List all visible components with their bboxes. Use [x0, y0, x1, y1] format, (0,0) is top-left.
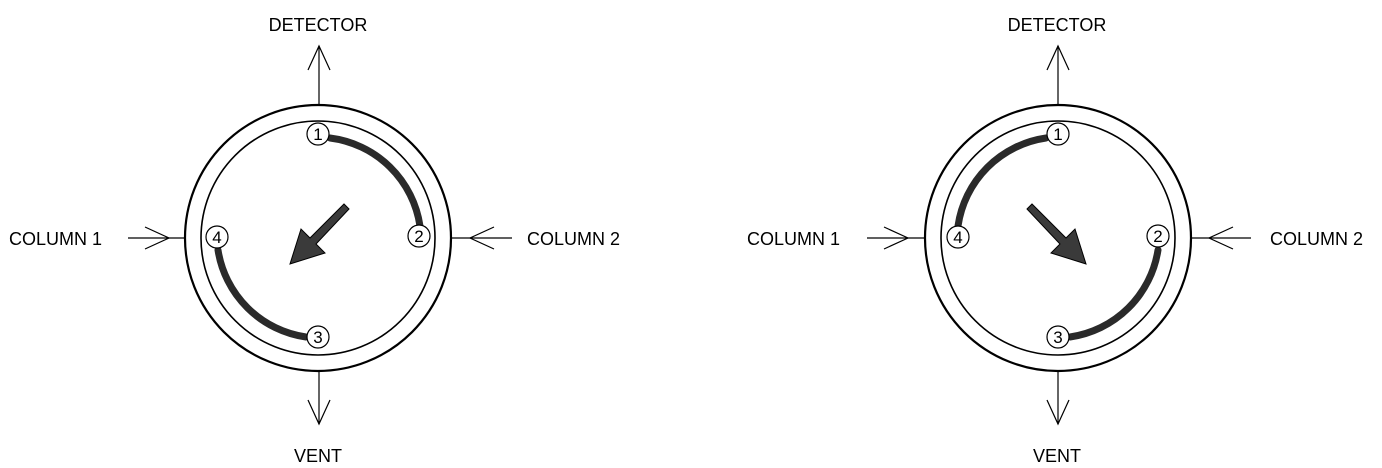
column2-label-left: COLUMN 2: [527, 229, 620, 249]
detector-label-left: DETECTOR: [269, 15, 368, 35]
vent-label-left: VENT: [294, 446, 342, 466]
arrow-down-right-icon: [1026, 203, 1087, 265]
column1-label-left: COLUMN 1: [9, 229, 102, 249]
arrow-down-left-icon: [289, 203, 350, 265]
valve-body-inner-left: [200, 120, 436, 356]
valve-left: DETECTOR VENT COLUMN 1 COLUMN 2: [9, 15, 620, 466]
channel-2-3-right: [1066, 246, 1162, 341]
port-4-label-left: 4: [212, 228, 221, 247]
detector-label-right: DETECTOR: [1008, 15, 1107, 35]
port-4-right: 4: [946, 225, 970, 249]
valve-body-inner-right: [940, 120, 1176, 356]
port-1-label-right: 1: [1053, 125, 1062, 144]
port-2-right: 2: [1146, 224, 1170, 248]
port-2-label-left: 2: [414, 227, 423, 246]
port-3-left: 3: [306, 325, 330, 349]
port-1-left: 1: [306, 122, 330, 146]
port-2-left: 2: [407, 224, 431, 248]
column2-label-right: COLUMN 2: [1270, 229, 1363, 249]
port-3-right: 3: [1046, 325, 1070, 349]
port-3-label-left: 3: [313, 328, 322, 347]
port-2-label-right: 2: [1153, 227, 1162, 246]
vent-label-right: VENT: [1033, 446, 1081, 466]
port-1-right: 1: [1046, 122, 1070, 146]
port-4-left: 4: [205, 225, 229, 249]
channel-1-4-right: [954, 134, 1050, 230]
port-4-label-right: 4: [953, 228, 962, 247]
port-1-label-left: 1: [313, 125, 322, 144]
channel-1-2-left: [326, 134, 424, 230]
valve-right: DETECTOR VENT COLUMN 1 COLUMN 2: [747, 15, 1363, 466]
port-3-label-right: 3: [1053, 328, 1062, 347]
column1-label-right: COLUMN 1: [747, 229, 840, 249]
channel-3-4-left: [214, 246, 310, 341]
